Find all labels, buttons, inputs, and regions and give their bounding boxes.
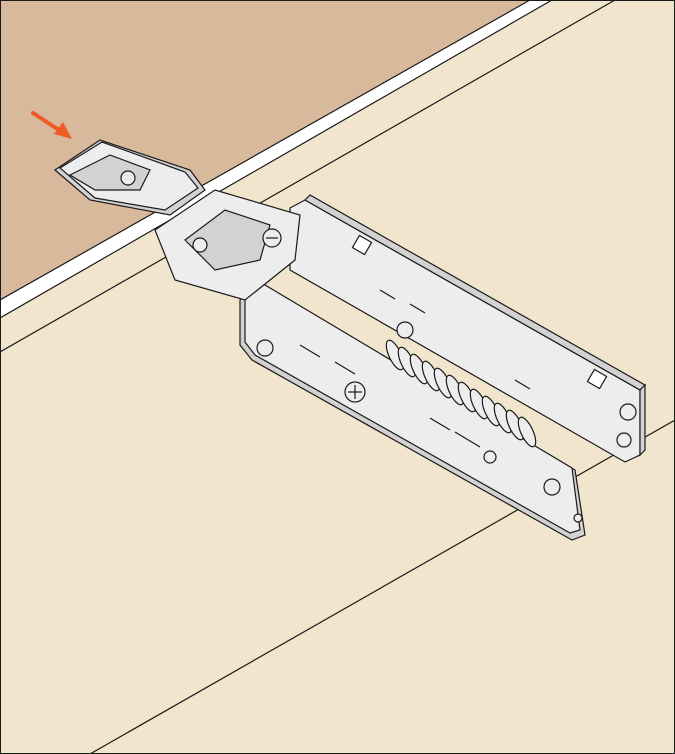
cabinet-bottom-edge-line <box>89 419 675 754</box>
pointer-arrow-icon <box>31 111 72 139</box>
door-edge-line-upper <box>0 0 531 301</box>
hinge-mounting-plate <box>239 194 646 541</box>
door-edge-line-lower <box>0 0 553 319</box>
spring-coil <box>517 416 537 448</box>
cabinet-top-edge-line <box>0 0 616 353</box>
hinge-spring <box>385 339 537 448</box>
mounting-screw-icon <box>120 170 637 523</box>
